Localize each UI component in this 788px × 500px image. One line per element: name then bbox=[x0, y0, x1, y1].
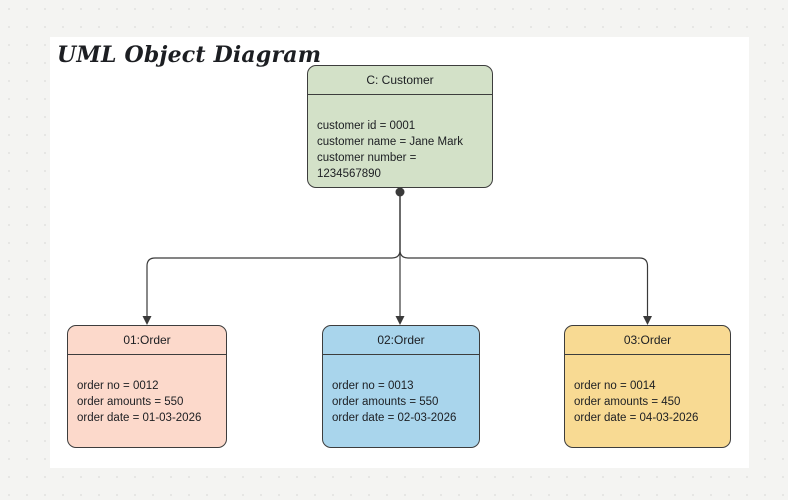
node-header: 02:Order bbox=[323, 326, 479, 355]
attribute-line: customer id = 0001 bbox=[317, 120, 416, 132]
node-body: order no = 0013 order amounts = 550 orde… bbox=[323, 355, 479, 426]
attribute-line: order date = 04-03-2026 bbox=[574, 412, 699, 424]
attribute-line: order no = 0014 bbox=[574, 380, 656, 392]
attribute-line: order date = 02-03-2026 bbox=[332, 412, 457, 424]
node-header: C: Customer bbox=[308, 66, 492, 95]
object-node-order-03[interactable]: 03:Order order no = 0014 order amounts =… bbox=[564, 325, 731, 448]
node-header: 03:Order bbox=[565, 326, 730, 355]
node-header: 01:Order bbox=[68, 326, 226, 355]
attribute-line: order no = 0012 bbox=[77, 380, 159, 392]
node-body: order no = 0014 order amounts = 450 orde… bbox=[565, 355, 730, 426]
attribute-line: customer name = Jane Mark bbox=[317, 136, 464, 148]
object-node-customer[interactable]: C: Customer customer id = 0001 customer … bbox=[307, 65, 493, 188]
attribute-line: order amounts = 550 bbox=[332, 396, 439, 408]
node-body: order no = 0012 order amounts = 550 orde… bbox=[68, 355, 226, 426]
attribute-line: customer number = 1234567890 bbox=[317, 152, 417, 180]
object-node-order-02[interactable]: 02:Order order no = 0013 order amounts =… bbox=[322, 325, 480, 448]
page-title: UML Object Diagram bbox=[57, 42, 322, 68]
attribute-line: order no = 0013 bbox=[332, 380, 414, 392]
object-node-order-01[interactable]: 01:Order order no = 0012 order amounts =… bbox=[67, 325, 227, 448]
attribute-line: order date = 01-03-2026 bbox=[77, 412, 202, 424]
attribute-line: order amounts = 550 bbox=[77, 396, 184, 408]
node-body: customer id = 0001 customer name = Jane … bbox=[308, 95, 492, 182]
attribute-line: order amounts = 450 bbox=[574, 396, 681, 408]
